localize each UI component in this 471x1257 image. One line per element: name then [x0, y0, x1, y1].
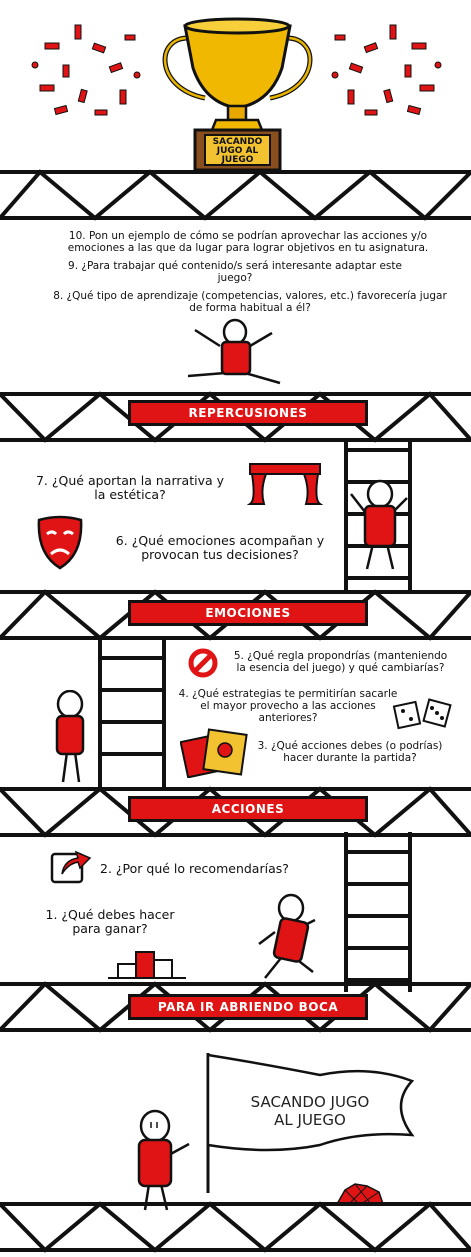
question-10: 10. Pon un ejemplo de cómo se podrían ap… — [67, 230, 429, 254]
confetti-left — [25, 15, 155, 125]
stick-figure-flag-bearer — [125, 1108, 195, 1213]
theater-stage-icon — [246, 460, 324, 506]
confetti-right — [320, 15, 450, 125]
question-4: 4. ¿Qué estrategias te permitirían sacar… — [178, 688, 398, 724]
question-3: 3. ¿Qué acciones debes (o podrías) hacer… — [257, 740, 443, 764]
section-banner-repercusiones: REPERCUSIONES — [128, 400, 368, 426]
share-arrow-icon — [48, 846, 92, 886]
question-8: 8. ¿Qué tipo de aprendizaje (competencia… — [53, 290, 447, 314]
trophy-illustration — [150, 8, 325, 173]
question-7: 7. ¿Qué aportan la narrativa y la estéti… — [35, 473, 224, 502]
ladder-left — [96, 638, 168, 788]
section-banner-emociones: EMOCIONES — [128, 600, 368, 626]
stick-figure-jumping — [180, 318, 290, 396]
game-cards-icon — [179, 728, 252, 779]
flag-illustration — [150, 1045, 420, 1195]
truss-bottom — [0, 1201, 471, 1253]
section-banner-para-ir-abriendo-boca: PARA IR ABRIENDO BOCA — [128, 994, 368, 1020]
stick-figure-climbing — [345, 474, 415, 574]
question-5: 5. ¿Qué regla propondrías (manteniendo l… — [233, 650, 448, 674]
theater-mask-icon — [35, 514, 85, 570]
question-2: 2. ¿Por qué lo recomendarías? — [100, 861, 289, 876]
dice-icon — [392, 698, 454, 732]
stick-figure-running — [255, 892, 325, 982]
section-banner-acciones: ACCIONES — [128, 796, 368, 822]
question-1: 1. ¿Qué debes hacer para ganar? — [45, 907, 175, 936]
podium-icon — [108, 948, 186, 980]
question-6: 6. ¿Qué emociones acompañan y provocan t… — [115, 533, 325, 562]
question-9: 9. ¿Para trabajar qué contenido/s será i… — [68, 260, 402, 284]
ladder-right-2 — [342, 832, 414, 992]
prohibited-icon — [188, 648, 218, 678]
trophy-plaque-text: SACANDO JUGO AL JUEGO — [212, 137, 263, 165]
stick-figure-standing — [45, 689, 95, 785]
truss-top — [0, 169, 471, 221]
flag-text: SACANDO JUGO AL JUEGO — [250, 1093, 370, 1129]
